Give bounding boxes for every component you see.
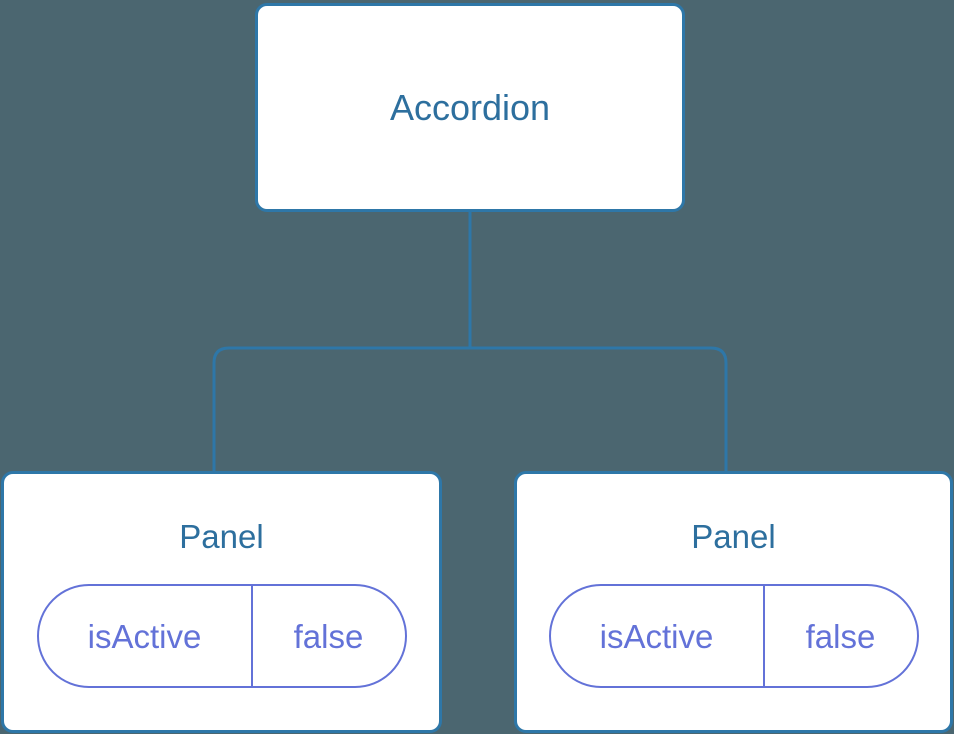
node-accordion-title: Accordion: [389, 86, 551, 128]
node-panel-1-prop-key: isActive: [87, 617, 202, 655]
node-panel-1-prop-value: false: [293, 617, 364, 655]
node-panel-1[interactable]: Panel isActive false: [1, 471, 442, 733]
node-panel-2-title: Panel: [691, 518, 776, 555]
node-panel-1-prop-key-cell: isActive: [39, 586, 253, 686]
node-accordion[interactable]: Accordion: [255, 3, 685, 212]
node-panel-1-title: Panel: [179, 518, 264, 555]
node-panel-2[interactable]: Panel isActive false: [514, 471, 953, 733]
node-panel-2-prop-value: false: [805, 617, 876, 655]
node-panel-2-prop-key: isActive: [599, 617, 714, 655]
edge-bus-to-panel-left: [212, 346, 470, 473]
node-panel-2-prop-value-cell: false: [765, 586, 917, 686]
node-panel-2-prop-key-cell: isActive: [551, 586, 765, 686]
edge-bus-to-panel-right: [470, 346, 728, 473]
node-panel-1-prop-isactive[interactable]: isActive false: [36, 584, 407, 688]
node-panel-2-prop-isactive[interactable]: isActive false: [548, 584, 919, 688]
node-panel-1-prop-value-cell: false: [253, 586, 405, 686]
